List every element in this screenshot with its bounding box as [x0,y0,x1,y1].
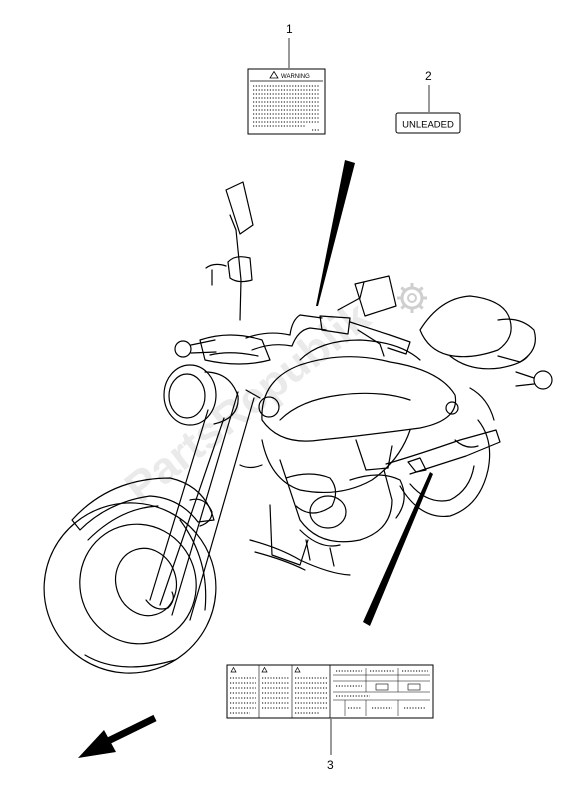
watermark-gear-icon [397,283,427,313]
leader-arrow-3 [363,472,433,626]
caution-triangle-icon [230,666,301,673]
callout-1[interactable]: 1 [286,22,293,68]
leader-arrow-1 [316,160,355,306]
warning-triangle-icon [269,70,279,79]
motorcycle-drawing [43,181,553,674]
warning-label-text-lines [253,85,320,131]
callout-2[interactable]: 2 [425,69,432,112]
callout-3[interactable]: 3 [327,719,334,772]
warning-label-part[interactable]: WARNING [247,68,326,135]
callout-number-3: 3 [327,758,334,772]
unleaded-label-part[interactable]: UNLEADED [395,112,461,134]
callout-number-2: 2 [425,69,432,83]
tire-pressure-table [333,668,430,716]
warning-label-title: WARNING [281,74,310,80]
information-label-text-lines [230,677,327,714]
unleaded-label-text: UNLEADED [402,120,454,131]
callout-number-1: 1 [286,22,293,36]
watermark-text: PartsRepublik [116,292,380,513]
information-label-part[interactable] [226,664,434,719]
front-direction-arrow-icon [78,714,157,758]
watermark: PartsRepublik [116,292,380,513]
